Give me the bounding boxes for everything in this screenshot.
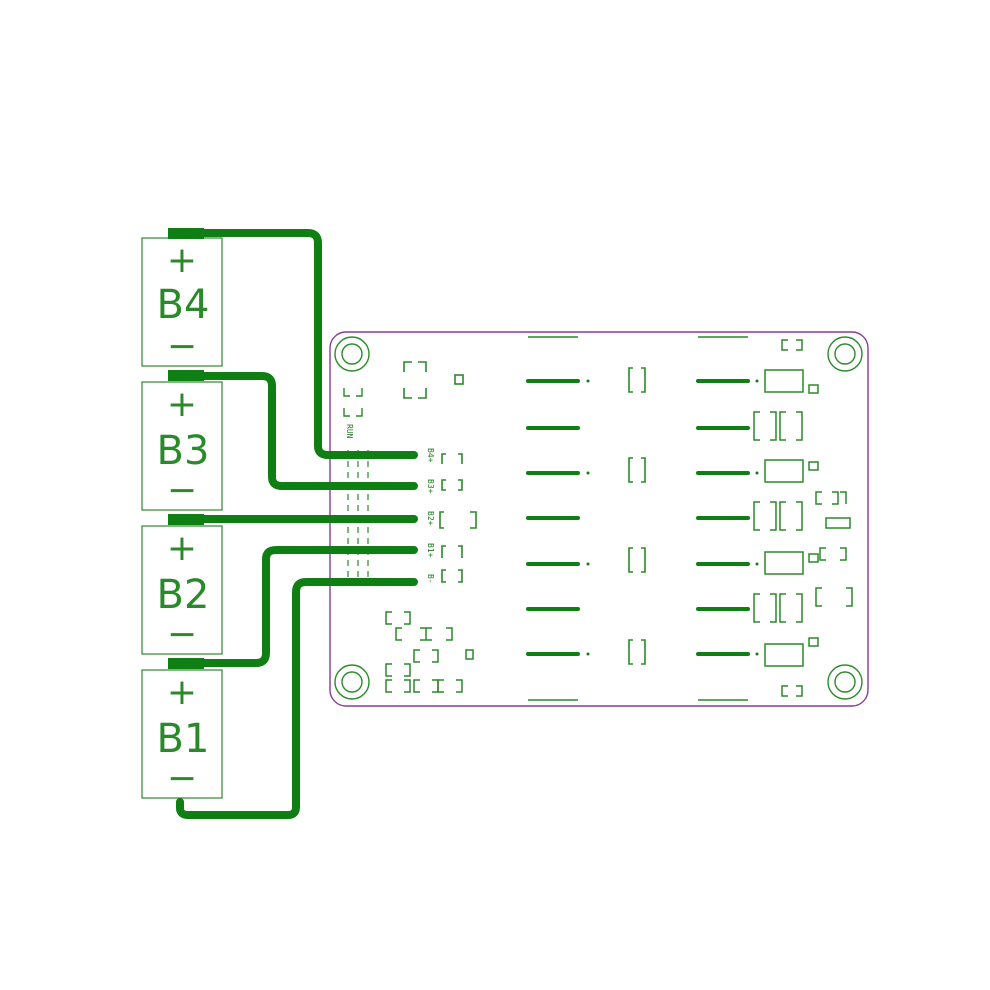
- mounting-hole-bottom-left: [334, 664, 370, 700]
- pin-label-b4-plus: B4+: [426, 448, 435, 463]
- cell-label: B2: [157, 572, 210, 618]
- cell-body: [141, 381, 223, 511]
- battery-cell-b2: + B2 −: [141, 525, 223, 655]
- battery-cell-b1: + B1 −: [141, 669, 223, 799]
- cell-plus-sign: +: [167, 240, 197, 281]
- cell-body: [141, 237, 223, 367]
- cell-terminals: [168, 228, 204, 669]
- middle-capacitors: [628, 367, 646, 665]
- cell-plus-sign: +: [167, 672, 197, 713]
- bottom-left-components: [385, 611, 474, 693]
- cell-plus-sign: +: [167, 384, 197, 425]
- pin-label-b2-plus: B2+: [426, 511, 435, 526]
- mounting-holes: [334, 336, 863, 700]
- cell-body: [141, 525, 223, 655]
- mounting-hole-bottom-right: [827, 664, 863, 700]
- component-outline: [528, 336, 748, 701]
- battery-cell-b4: + B4 −: [141, 237, 223, 367]
- pin-label-b1-plus: B1+: [426, 543, 435, 558]
- mounting-hole-top-left: [334, 336, 370, 372]
- b1-plus-terminal: [168, 658, 204, 669]
- cell-plus-sign: +: [167, 528, 197, 569]
- wire-b-minus: [176, 578, 418, 819]
- component-pad: [454, 374, 464, 385]
- balance-wires: [176, 229, 418, 819]
- right-components: [753, 339, 853, 697]
- cell-minus-sign: −: [167, 614, 197, 655]
- battery-cell-b3: + B3 −: [141, 381, 223, 511]
- run-label: RUN: [345, 424, 354, 439]
- b3-plus-terminal: [168, 370, 204, 381]
- pcb-board: B4+ B3+ B2+ B1+ B- RUN: [329, 331, 869, 707]
- wire-b4-plus: [200, 229, 418, 459]
- cell-label: B4: [157, 282, 210, 328]
- cell-minus-sign: −: [167, 326, 197, 367]
- pin-header-pads: [439, 453, 477, 583]
- cell-minus-sign: −: [167, 758, 197, 799]
- cell-label: B3: [157, 428, 210, 474]
- wire-b3-plus: [200, 372, 418, 490]
- cell-minus-sign: −: [167, 470, 197, 511]
- pin-labels: B4+ B3+ B2+ B1+ B-: [426, 448, 435, 584]
- cell-label: B1: [157, 716, 210, 762]
- mounting-hole-top-right: [827, 336, 863, 372]
- mosfet-dots: [586, 379, 759, 656]
- component-outline: [403, 361, 427, 399]
- mosfet-pads: [526, 379, 750, 656]
- wire-b1-plus: [200, 546, 418, 667]
- cell-body: [141, 669, 223, 799]
- pin-label-b3-plus: B3+: [426, 479, 435, 494]
- b4-plus-terminal: [168, 228, 204, 239]
- run-connector: [343, 388, 363, 417]
- pin-label-b-minus: B-: [426, 574, 435, 584]
- silkscreen-components: [343, 336, 853, 701]
- b2-plus-terminal: [168, 514, 204, 525]
